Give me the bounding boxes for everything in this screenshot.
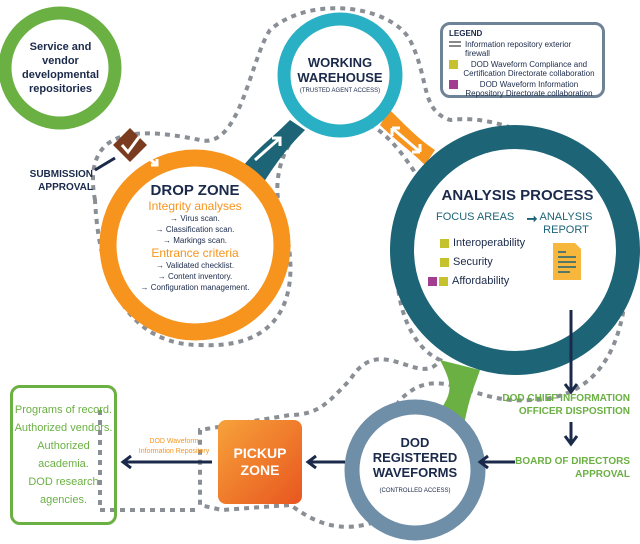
arrow-to-cio (563, 310, 579, 395)
yellow-swatch-icon (440, 239, 449, 248)
legend-item: DOD Waveform Compliance and Certificatio… (463, 60, 595, 78)
recipient: Authorized vendors. (14, 422, 113, 434)
integrity-heading: Integrity analyses (148, 199, 242, 213)
analysis-title: ANALYSIS PROCESS (441, 187, 594, 204)
warehouse-circle (277, 12, 403, 138)
pickup-zone: PICKUP ZONE (218, 420, 302, 504)
dashed-line-icon (449, 41, 461, 47)
legend-title: LEGEND (449, 29, 483, 38)
integrity-item: → Classification scan. (155, 225, 235, 234)
arrow-submission (94, 156, 116, 172)
arrow-warehouse-analysis (390, 126, 422, 154)
yellow-swatch-icon (449, 60, 458, 69)
recipient: Authorized academia. (37, 440, 90, 470)
entrance-item: → Validated checklist. (155, 261, 235, 270)
arrow-to-registered (477, 454, 515, 470)
recipients-box: Programs of record. Authorized vendors. … (10, 385, 117, 525)
registered-title: DOD REGISTERED WAVEFORMS (372, 435, 458, 480)
connector-analysis-registered (440, 360, 480, 420)
warehouse-subtitle: (TRUSTED AGENT ACCESS) (299, 88, 381, 94)
service-circle (0, 6, 122, 130)
arrow-service-diamond (99, 116, 114, 130)
legend-item: DOD Waveform Information Repository Dire… (465, 80, 593, 98)
board-label: BOARD OF DIRECTORS APPROVAL (515, 456, 630, 480)
registered-subtitle: (CONTROLLED ACCESS) (379, 488, 451, 494)
yellow-swatch-icon (440, 258, 449, 267)
purple-swatch-icon (449, 80, 458, 89)
analysis-report-label: ANALYSIS REPORT (539, 211, 593, 236)
pickup-title: PICKUP ZONE (233, 445, 287, 478)
recipient: DOD research agencies. (28, 476, 99, 506)
focus-area: Security (453, 256, 493, 268)
registered-circle (344, 399, 486, 541)
warehouse-title: WORKING WAREHOUSE (297, 55, 383, 85)
integrity-item: → Virus scan. (170, 214, 220, 223)
focus-area: Interoperability (453, 237, 526, 249)
entrance-item: → Content inventory. (157, 272, 233, 281)
entrance-item: → Configuration management. (140, 283, 250, 292)
legend-item: Information repository exterior firewall (465, 40, 572, 58)
focus-areas-label: FOCUS AREAS (436, 211, 515, 223)
recipient: Programs of record. (14, 404, 113, 416)
analysis-circle (390, 125, 640, 375)
dropzone-title: DROP ZONE (150, 182, 240, 199)
arrow-to-warehouse (254, 136, 282, 162)
dropzone-circle (99, 149, 291, 341)
submission-label: SUBMISSION APPROVAL (29, 169, 93, 193)
arrow-diamond-dropzone (144, 153, 159, 167)
entrance-heading: Entrance criteria (151, 246, 239, 260)
firewall-outline (91, 6, 629, 529)
legend: LEGEND Information repository exterior f… (440, 22, 605, 98)
arrow-to-pickup (305, 454, 345, 470)
purple-swatch-icon (428, 277, 437, 286)
dropzone-content: DROP ZONE Integrity analyses → Virus sca… (120, 182, 270, 293)
checkmark-diamond-icon (113, 128, 147, 162)
document-report-icon (553, 243, 581, 280)
pickup-repo-label: DOD Waveform Information Repository (138, 438, 210, 455)
arrow-right-icon: ➞ (526, 211, 538, 226)
focus-area: Affordability (452, 275, 510, 287)
arrow-to-recipients (120, 454, 212, 470)
focus-areas-list: Interoperability Security Affordability (428, 234, 525, 291)
connector-dropzone-warehouse (240, 120, 305, 185)
integrity-item: → Markings scan. (162, 236, 228, 245)
cio-label: DOD CHIEF INFORMATION OFFICER DISPOSITIO… (502, 393, 630, 417)
arrow-to-board (563, 422, 579, 447)
yellow-swatch-icon (439, 277, 448, 286)
service-title: Service and vendor developmental reposit… (21, 41, 100, 95)
